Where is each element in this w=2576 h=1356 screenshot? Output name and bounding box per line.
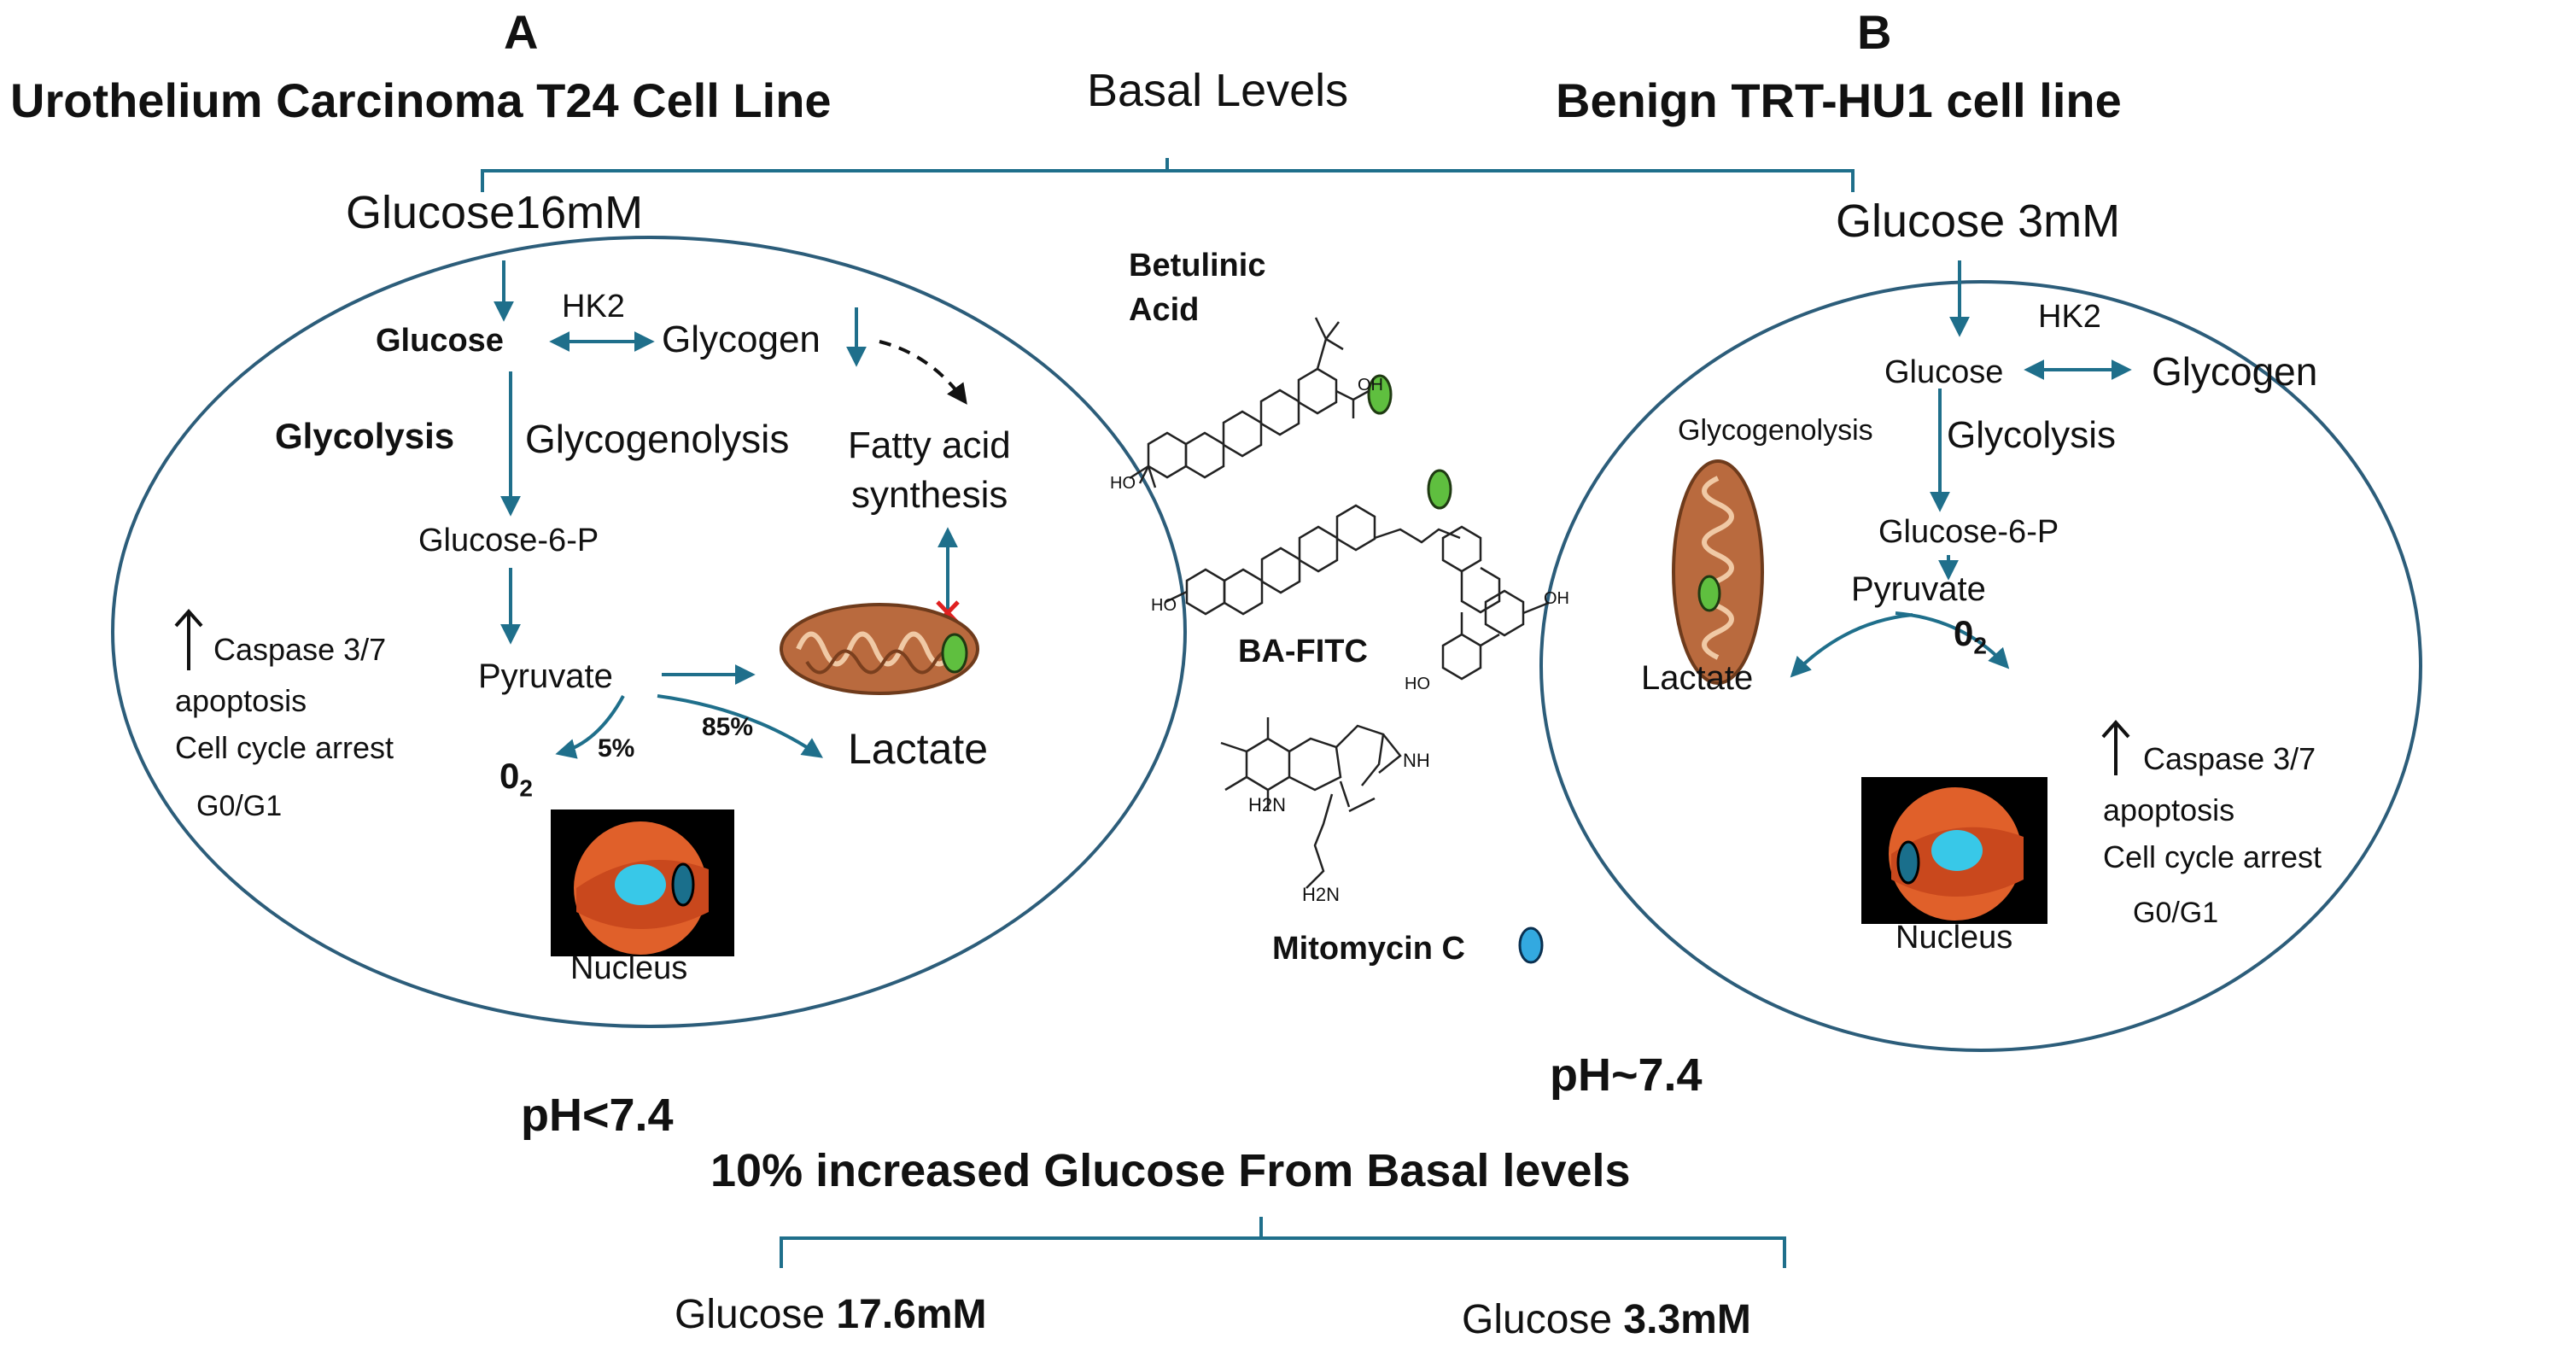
increased-bracket bbox=[780, 1217, 1786, 1268]
betulinic-oh-label: OH bbox=[1358, 376, 1383, 395]
cell-b-lactate: Lactate bbox=[1641, 659, 1754, 697]
cell-a-glucose6p: Glucose-6-P bbox=[418, 523, 599, 558]
cell-b-hk2: HK2 bbox=[2038, 299, 2101, 335]
mitomycin-h2n-bottom-label: H2N bbox=[1302, 884, 1341, 905]
cell-b-glycolysis: Glycolysis bbox=[1947, 414, 2117, 456]
cell-a-apoptosis: apoptosis bbox=[175, 683, 307, 718]
betulinic-label-line2: Acid bbox=[1129, 292, 1200, 328]
basal-bracket bbox=[481, 158, 1855, 192]
cell-b-apoptosis: apoptosis bbox=[2103, 792, 2235, 827]
panel-b-letter: B bbox=[1857, 5, 1892, 59]
cell-b-glucose6p: Glucose-6-P bbox=[1878, 514, 2059, 550]
panel-a-letter: A bbox=[504, 5, 539, 59]
panel-a-title: Urothelium Carcinoma T24 Cell Line bbox=[10, 73, 832, 127]
cell-a-cell-cycle-arrest: Cell cycle arrest bbox=[175, 730, 394, 765]
mitomycin-marker bbox=[1518, 926, 1544, 964]
up-arrow-icon bbox=[2101, 719, 2130, 775]
mitomycin-structure bbox=[1220, 717, 1402, 889]
cell-a-pct-85: 85% bbox=[702, 713, 754, 741]
cell-a-arrows bbox=[494, 260, 958, 759]
cell-b-arrows bbox=[1790, 260, 2132, 678]
cell-a-increased-glucose: Glucose 17.6mM bbox=[675, 1292, 987, 1337]
cell-a-lactate: Lactate bbox=[848, 725, 989, 773]
mitomycin-label: Mitomycin C bbox=[1272, 931, 1465, 967]
cell-a-glycogenolysis: Glycogenolysis bbox=[525, 417, 790, 461]
cell-a-membrane bbox=[111, 236, 1187, 1028]
cell-b-glycogen: Glycogen bbox=[2152, 349, 2318, 394]
cell-b-o2: 02 bbox=[1954, 613, 1987, 659]
mitomycin-nh-label: NH bbox=[1403, 750, 1430, 771]
cell-a-fatty-acid-line2: synthesis bbox=[851, 474, 1008, 516]
cell-a-glycogen: Glycogen bbox=[662, 319, 821, 360]
cell-b-ph: pH~7.4 bbox=[1550, 1049, 1703, 1101]
ba-fitc-label: BA-FITC bbox=[1238, 634, 1368, 669]
cell-a-nucleus-label: Nucleus bbox=[570, 950, 688, 986]
cell-b-caspase: Caspase 3/7 bbox=[2143, 741, 2316, 776]
cell-a-glucose-input: Glucose16mM bbox=[346, 187, 644, 238]
mitochondrion-icon bbox=[780, 603, 979, 695]
cell-a-hk2: HK2 bbox=[562, 289, 625, 324]
mitomycin-h2n-label: H2N bbox=[1248, 794, 1287, 815]
betulinic-acid-structure bbox=[1129, 317, 1370, 488]
ba-fitc-ho-label: HO bbox=[1151, 596, 1177, 615]
ba-fitc-marker bbox=[1427, 469, 1452, 510]
betulinic-marker bbox=[1367, 374, 1393, 415]
cell-a-g0g1: G0/G1 bbox=[196, 790, 283, 822]
cell-b-pyruvate: Pyruvate bbox=[1851, 570, 1986, 608]
basal-levels-label: Basal Levels bbox=[1087, 65, 1349, 116]
cell-b-increased-glucose: Glucose 3.3mM bbox=[1462, 1297, 1751, 1342]
ba-fitc-ho2-label: HO bbox=[1405, 675, 1430, 693]
cell-a-o2: 02 bbox=[499, 756, 533, 802]
cell-a-pyruvate: Pyruvate bbox=[478, 658, 613, 695]
ba-fitc-oh-label: OH bbox=[1544, 589, 1569, 608]
mitochondrion-icon bbox=[1672, 459, 1764, 685]
cell-b-g0g1: G0/G1 bbox=[2133, 897, 2219, 929]
fatty-acid-dashed-arrow bbox=[879, 340, 967, 405]
cell-nucleus-icon bbox=[551, 810, 734, 956]
cell-a-glycolysis: Glycolysis bbox=[275, 416, 455, 456]
betulinic-label-line1: Betulinic bbox=[1129, 248, 1266, 283]
ba-fitc-structure bbox=[1165, 504, 1550, 681]
betulinic-ho-label: HO bbox=[1110, 474, 1136, 493]
up-arrow-icon bbox=[174, 608, 203, 670]
increased-glucose-title: 10% increased Glucose From Basal levels bbox=[710, 1145, 1631, 1196]
cell-nucleus-icon bbox=[1861, 777, 2047, 924]
cell-b-glucose: Glucose bbox=[1884, 354, 2004, 390]
cell-b-glucose-input: Glucose 3mM bbox=[1836, 196, 2121, 247]
cell-a-glucose: Glucose bbox=[376, 323, 504, 359]
panel-b-title: Benign TRT-HU1 cell line bbox=[1556, 73, 2122, 127]
cell-b-glycogenolysis: Glycogenolysis bbox=[1678, 414, 1873, 447]
cell-a-ph: pH<7.4 bbox=[521, 1090, 674, 1141]
cell-a-caspase: Caspase 3/7 bbox=[213, 632, 387, 667]
cell-a-pct-5: 5% bbox=[598, 734, 635, 763]
cell-b-membrane bbox=[1539, 280, 2422, 1052]
cell-a-fatty-acid-line1: Fatty acid bbox=[848, 424, 1011, 466]
cell-b-cell-cycle-arrest: Cell cycle arrest bbox=[2103, 839, 2322, 874]
cell-b-nucleus-label: Nucleus bbox=[1895, 920, 2013, 956]
